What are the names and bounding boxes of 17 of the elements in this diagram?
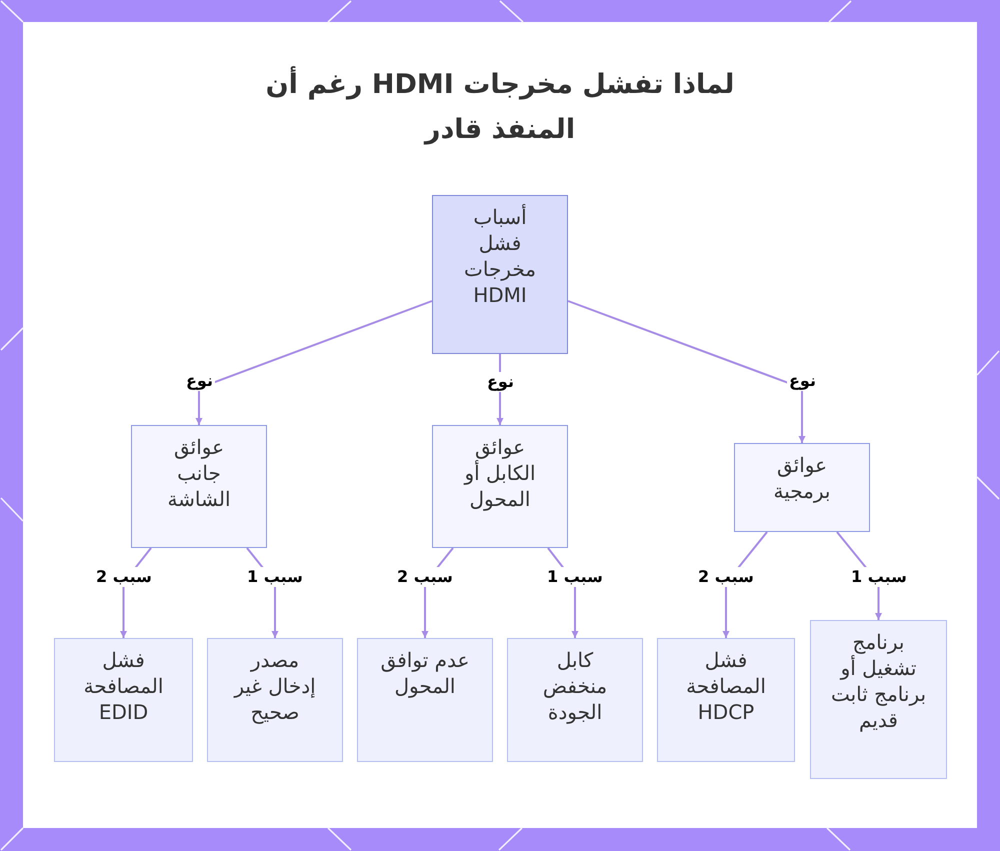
edge-label: سبب 2 <box>696 567 756 587</box>
process-box: أسباب فشل مخرجات HDMI <box>432 195 568 354</box>
process-box: عوائق الكابل أو المحول <box>432 425 568 548</box>
process-box: عدم توافق المحول <box>357 638 493 762</box>
process-box: برنامج تشغيل أو برنامج ثابت قديم <box>810 620 947 779</box>
process-box: فشل المصافحة EDID <box>54 638 193 762</box>
process-box: فشل المصافحة HDCP <box>657 638 795 762</box>
arrow <box>568 300 806 443</box>
title: لماذا تفشل مخرجات HDMI رغم أن المنفذ قادر <box>250 62 750 152</box>
process-box: مصدر إدخال غير صحيح <box>207 638 343 762</box>
process-box: عوائق جانب الشاشة <box>131 425 267 548</box>
edge-label: سبب 2 <box>395 567 455 587</box>
edge-label: سبب 2 <box>94 567 154 587</box>
process-box: عوائق برمجية <box>734 443 870 532</box>
arrow <box>196 300 432 425</box>
edge-label: نوع <box>485 372 516 392</box>
process-box: كابل منخفض الجودة <box>507 638 643 762</box>
